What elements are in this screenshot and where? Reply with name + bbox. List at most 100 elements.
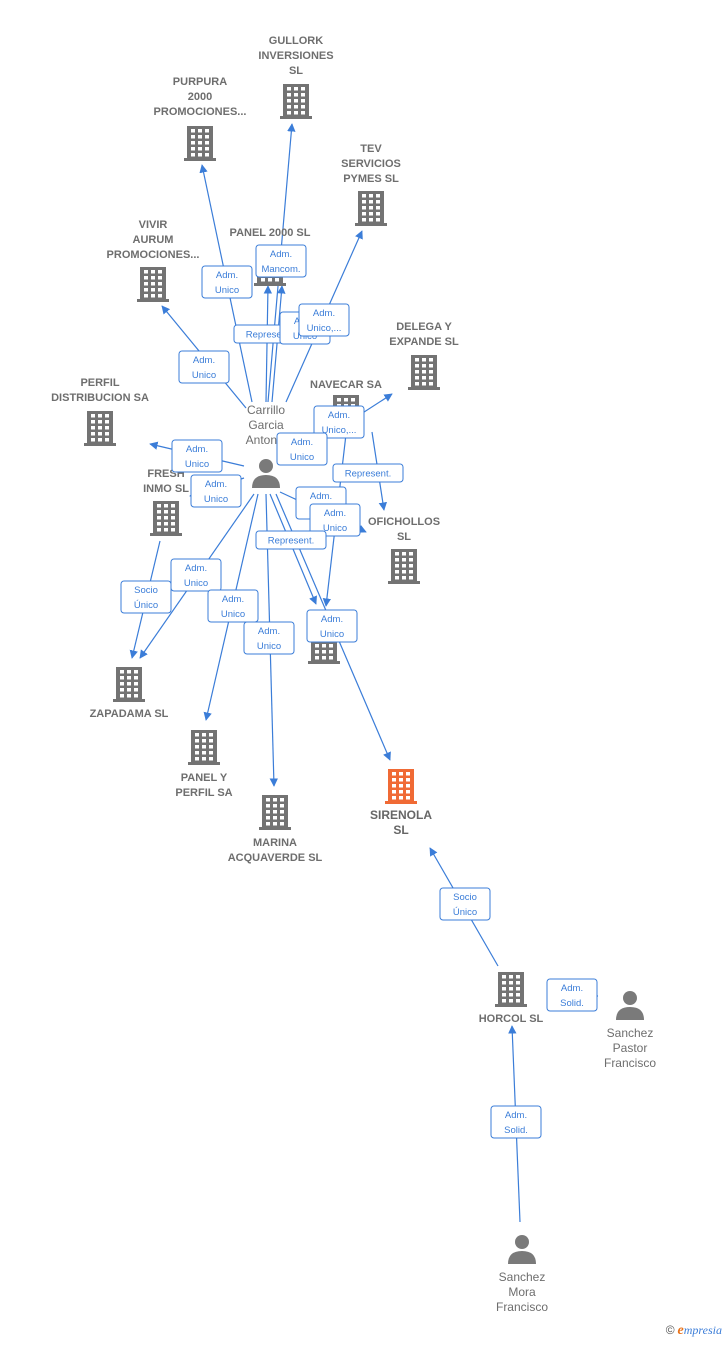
building-window (105, 438, 109, 442)
building-window (315, 644, 319, 648)
edge-label-carrillo-to-tev[interactable]: Adm.Unico,... (298, 303, 350, 337)
edge-label-carrillo-to-gullork[interactable]: Adm.Mancom. (255, 244, 307, 278)
building-window (429, 364, 433, 368)
building-base (254, 283, 286, 286)
building-icon (84, 411, 116, 446)
building-window (322, 644, 326, 648)
building-window (516, 999, 520, 1003)
building-window (294, 111, 298, 115)
building-window (422, 370, 426, 374)
building-window (202, 745, 206, 749)
building-window (120, 670, 124, 674)
building-window (392, 796, 396, 800)
building-base (188, 762, 220, 765)
building-window (134, 670, 138, 674)
building-icon (385, 769, 417, 804)
building-window (399, 784, 403, 788)
node-label: EXPANDE SL (389, 336, 459, 348)
building-icon (280, 84, 312, 119)
building-window (369, 194, 373, 198)
building-window (406, 790, 410, 794)
building-window (422, 364, 426, 368)
edge-label-carrillo-to-navecar[interactable]: Adm.Unico (276, 432, 328, 466)
node-label: MARINA (253, 837, 297, 849)
building-window (395, 576, 399, 580)
node-marina[interactable]: MARINA ACQUAVERDE SL (228, 795, 323, 864)
edge-label-text: Adm. (205, 479, 227, 490)
edge-label-text: Adm. (324, 508, 346, 519)
building-window (266, 810, 270, 814)
node-label: NAVECAR SA (310, 379, 382, 391)
node-label: VIVIR (139, 219, 168, 231)
edge-label-carrillo-to-perfil[interactable]: Adm.Unico (171, 439, 223, 473)
building-window (315, 656, 319, 660)
building-window (273, 804, 277, 808)
building-window (294, 93, 298, 97)
person-head (623, 991, 637, 1005)
building-window (509, 999, 513, 1003)
edge-label-carrillo-to-zapadama[interactable]: Adm.Unico (170, 558, 222, 592)
node-purpura[interactable]: PURPURA2000PROMOCIONES... (154, 76, 247, 161)
building-window (157, 528, 161, 532)
edge-label-text: Único (453, 907, 477, 918)
building-base (280, 116, 312, 119)
edge-label-carrillo-to-sirenola[interactable]: Adm.Unico (306, 609, 358, 643)
building-window (266, 804, 270, 808)
building-window (392, 778, 396, 782)
building-window (105, 432, 109, 436)
building-window (399, 790, 403, 794)
nodes-layer: GULLORKINVERSIONESSLPURPURA2000PROMOCION… (51, 35, 656, 1314)
edge-label-carrillo-to-vivir[interactable]: Adm.Unico (178, 350, 230, 384)
edge-label-text: Unico,... (322, 425, 357, 436)
edge-label-carrillo-to-delega[interactable]: Adm.Unico,... (313, 405, 365, 439)
building-window (415, 358, 419, 362)
building-window (369, 200, 373, 204)
building-window (134, 676, 138, 680)
edge-label-box (255, 244, 307, 278)
edge-label-carrillo-to-ofi[interactable]: Represent. (255, 530, 327, 550)
edge-label-carrillo-to-oficholl[interactable]: Represent. (332, 463, 404, 483)
building-window (502, 981, 506, 985)
building-window (261, 278, 265, 282)
building-window (266, 816, 270, 820)
node-vivir[interactable]: VIVIRAURUMPROMOCIONES... (107, 219, 200, 302)
node-label: INVERSIONES (258, 50, 333, 62)
node-label: 2000 (188, 91, 212, 103)
building-window (98, 414, 102, 418)
building-window (409, 552, 413, 556)
edge-label-text: Adm. (185, 563, 207, 574)
building-window (171, 528, 175, 532)
edge-label-carrillo-to-panelyperfil[interactable]: Adm.Unico (207, 589, 259, 623)
edge-label-carrillo-to-purpura[interactable]: Adm.Unico (201, 265, 253, 299)
edge-label-text: Adm. (313, 308, 335, 319)
edge-label-pastor-to-horcol[interactable]: Adm.Solid. (546, 978, 598, 1012)
node-horcol[interactable]: HORCOL SL (479, 972, 544, 1025)
edge-label-text: Adm. (222, 594, 244, 605)
node-label: ACQUAVERDE SL (228, 852, 323, 864)
edge-label-carrillo-to-marina[interactable]: Adm.Unico (243, 621, 295, 655)
edge-label-carrillo-to-ofi[interactable]: Adm.Unico (309, 503, 361, 537)
building-window (91, 438, 95, 442)
node-zapadama[interactable]: ZAPADAMA SL (90, 667, 169, 720)
building-window (157, 510, 161, 514)
edge-label-carrillo-to-fresh[interactable]: Adm.Unico (190, 474, 242, 508)
building-window (120, 688, 124, 692)
edge-label-text: Mancom. (261, 264, 300, 275)
edge-label-text: Solid. (504, 1125, 528, 1136)
building-window (202, 757, 206, 761)
building-window (105, 426, 109, 430)
edge-label-mora-to-horcol[interactable]: Adm.Solid. (490, 1105, 542, 1139)
